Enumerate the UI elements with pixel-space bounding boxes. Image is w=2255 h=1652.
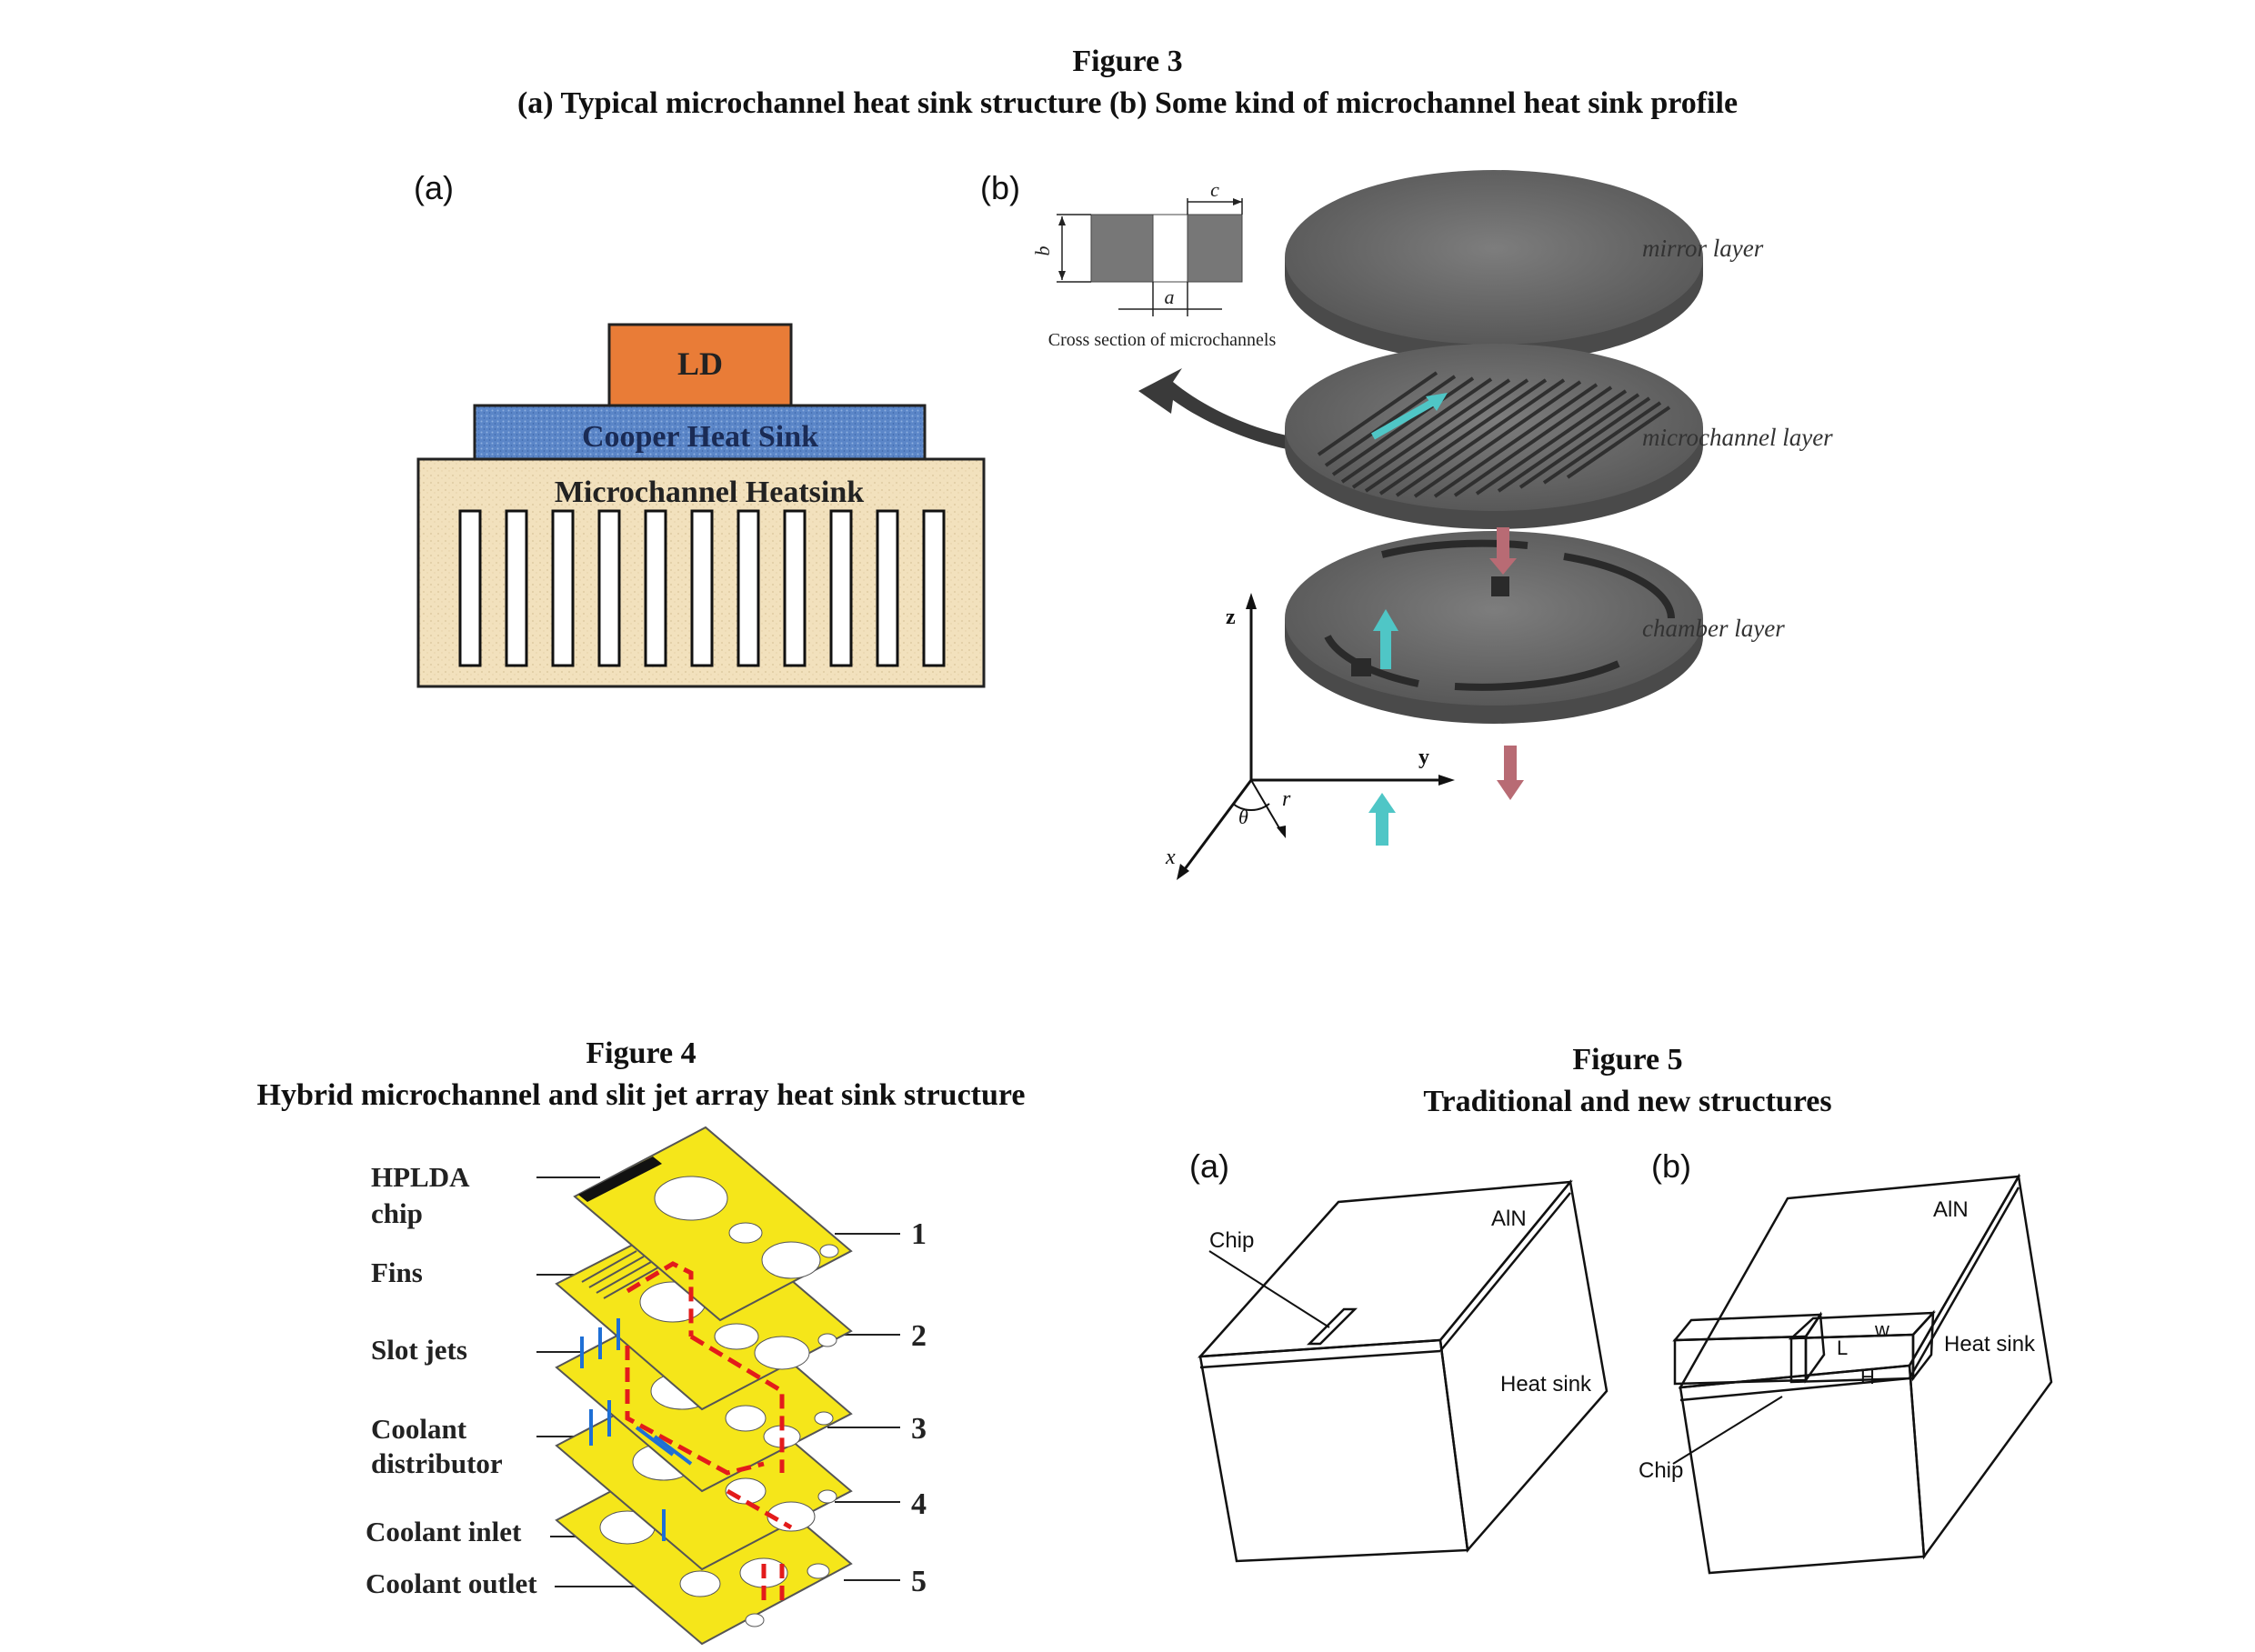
figure-4-subtitle: Hybrid microchannel and slit jet array h… xyxy=(256,1078,1026,1112)
cross-section-inset xyxy=(1057,198,1243,316)
fig5b-w-label: w xyxy=(1874,1318,1889,1341)
chamber-layer-label: chamber layer xyxy=(1642,615,1785,642)
dim-c-label: c xyxy=(1210,178,1219,201)
axis-z-label: z xyxy=(1226,606,1236,629)
axis-theta-label: θ xyxy=(1238,806,1248,828)
axis-x-label: x xyxy=(1165,846,1176,869)
outlet-arrow-icon xyxy=(1489,527,1524,800)
figure-5a-cube xyxy=(1198,1179,1609,1563)
mirror-layer-disc xyxy=(1285,170,1703,363)
microchannel-layer-label: microchannel layer xyxy=(1642,424,1833,451)
label-distributor: distributor xyxy=(371,1447,503,1479)
figure-5-caption: Figure 5 Traditional and new structures xyxy=(1255,1039,2000,1123)
figure-5b-panel-label: (b) xyxy=(1651,1147,1691,1185)
coolant-inlet-arrows xyxy=(580,1318,693,1541)
microchannel-heatsink-label: Microchannel Heatsink xyxy=(555,476,864,509)
figure-5-subtitle: Traditional and new structures xyxy=(1423,1085,1832,1118)
plate-1 xyxy=(573,1126,853,1322)
label-coolant-inlet: Coolant inlet xyxy=(366,1516,522,1547)
layer-number-2: 2 xyxy=(911,1319,927,1353)
mirror-layer-label: mirror layer xyxy=(1642,235,1764,262)
ld-block xyxy=(607,323,793,407)
label-coolant: Coolant xyxy=(371,1413,467,1445)
layer-number-1: 1 xyxy=(911,1217,927,1251)
fig5a-heatsink-label: Heat sink xyxy=(1500,1372,1592,1397)
dim-b-label: b xyxy=(1031,246,1054,256)
cross-section-label: Cross section of microchannels xyxy=(1048,330,1277,350)
figure-5-title: Figure 5 xyxy=(1572,1043,1683,1076)
layer-number-5: 5 xyxy=(911,1565,927,1598)
fig5b-L-label: L xyxy=(1837,1337,1848,1359)
fig5b-heatsink-label: Heat sink xyxy=(1944,1332,2036,1357)
fig5a-chip-label: Chip xyxy=(1209,1228,1254,1253)
fig5b-aln-label: AlN xyxy=(1933,1197,1969,1222)
microchannel-layer-disc xyxy=(1285,344,1703,529)
figure-3a-panel-label: (a) xyxy=(414,169,454,206)
label-slot-jets: Slot jets xyxy=(371,1334,467,1366)
fig5a-aln-label: AlN xyxy=(1491,1206,1527,1231)
axis-y-label: y xyxy=(1418,746,1429,769)
figure-3b-panel-label: (b) xyxy=(980,169,1020,206)
curved-arrow-icon xyxy=(1138,368,1291,450)
figure-5a-panel-label: (a) xyxy=(1189,1147,1229,1185)
chamber-layer-disc xyxy=(1285,531,1703,724)
figure-3-caption: Figure 3 (a) Typical microchannel heat s… xyxy=(0,41,2255,125)
layer-number-4: 4 xyxy=(911,1487,927,1521)
coolant-outlet-arrows xyxy=(625,1261,793,1600)
fig5b-chip-label: Chip xyxy=(1639,1458,1683,1483)
label-coolant-outlet: Coolant outlet xyxy=(366,1567,537,1599)
figure-4-caption: Figure 4 Hybrid microchannel and slit je… xyxy=(205,1033,1077,1116)
figure-3-subtitle: (a) Typical microchannel heat sink struc… xyxy=(516,86,1739,120)
fig5b-H-label: H xyxy=(1860,1366,1875,1388)
figure-4-title: Figure 4 xyxy=(586,1036,697,1070)
figure-3-title: Figure 3 xyxy=(1072,45,1183,78)
microchannel-slots xyxy=(458,509,946,667)
layer-number-3: 3 xyxy=(911,1412,927,1446)
ld-label: LD xyxy=(677,345,723,382)
label-fins: Fins xyxy=(371,1257,423,1288)
copper-label: Cooper Heat Sink xyxy=(582,420,818,454)
label-hplda: HPLDA xyxy=(371,1161,470,1193)
coordinate-axes xyxy=(1177,593,1455,880)
label-chip: chip xyxy=(371,1197,423,1229)
dim-a-label: a xyxy=(1165,285,1175,308)
inlet-arrow-icon xyxy=(1368,793,1396,846)
copper-heat-sink-block xyxy=(473,404,927,461)
figure-5b-cube xyxy=(1672,1173,2053,1575)
axis-r-label: r xyxy=(1282,787,1291,811)
